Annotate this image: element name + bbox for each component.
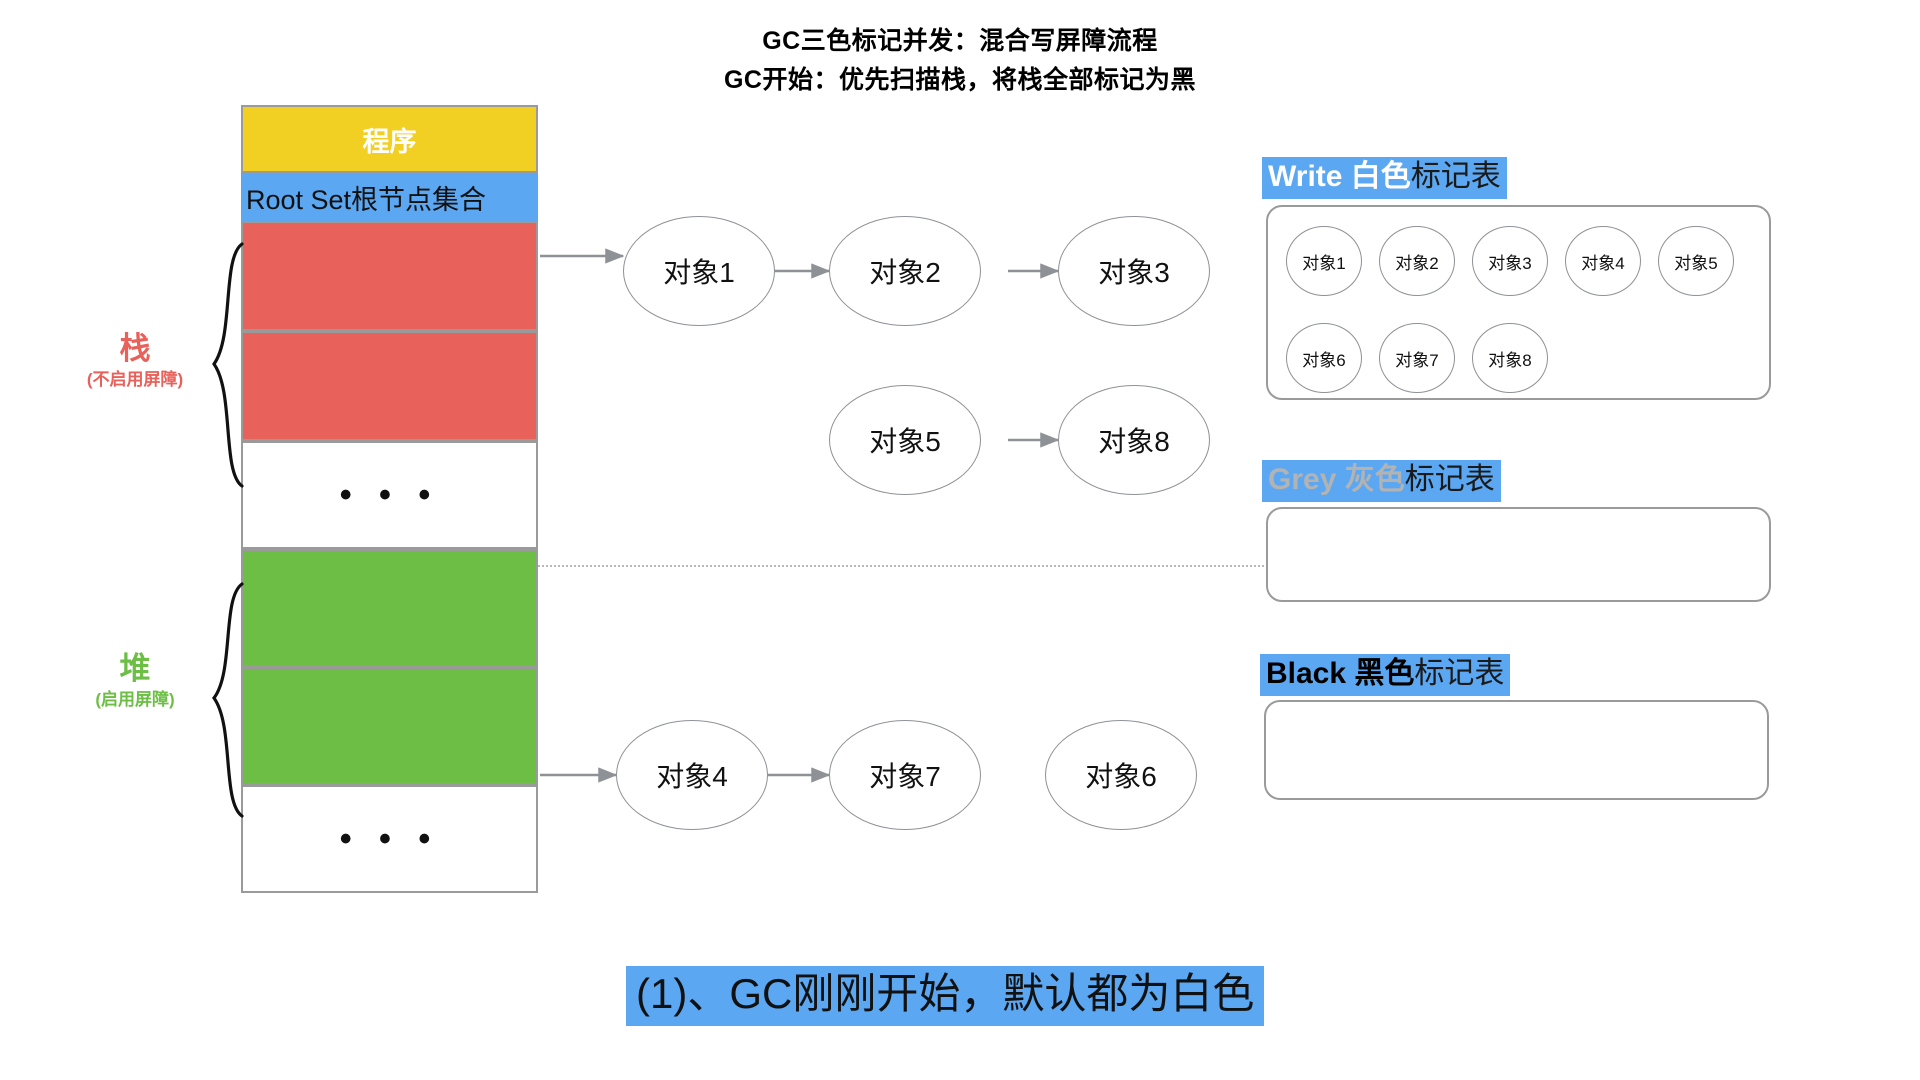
- chip-label: 对象6: [1302, 350, 1346, 370]
- object-node-4[interactable]: 对象4: [616, 720, 768, 830]
- stack-note: (不启用屏障): [86, 369, 184, 389]
- object-node-label: 对象7: [869, 761, 941, 792]
- heap-ellipsis-slot: • • •: [241, 785, 538, 893]
- white-chip: 对象5: [1658, 226, 1734, 296]
- object-node-3[interactable]: 对象3: [1058, 216, 1210, 326]
- object-node-6[interactable]: 对象6: [1045, 720, 1197, 830]
- white-chip: 对象1: [1286, 226, 1362, 296]
- ellipsis-label-2: • • •: [339, 820, 440, 858]
- heap-note: (启用屏障): [95, 689, 175, 709]
- chip-label: 对象4: [1581, 253, 1625, 273]
- white-marker-table: 对象1 对象2 对象3 对象4 对象5 对象6 对象7 对象8: [1266, 205, 1771, 400]
- object-node-label: 对象8: [1098, 426, 1170, 457]
- chip-label: 对象5: [1674, 253, 1718, 273]
- section-divider: [538, 565, 1268, 567]
- stack-name: 栈: [119, 331, 151, 366]
- object-node-1[interactable]: 对象1: [623, 216, 775, 326]
- chip-label: 对象1: [1302, 253, 1346, 273]
- white-chip: 对象8: [1472, 323, 1548, 393]
- ellipsis-label: • • •: [339, 476, 440, 514]
- heap-side-label: 堆 (启用屏障): [70, 650, 200, 710]
- grey-table-title-en: Grey: [1268, 463, 1337, 496]
- diagram-title-line-1: GC三色标记并发：混合写屏障流程: [762, 27, 1158, 55]
- grey-table-title: Grey 灰色标记表: [1262, 460, 1501, 502]
- black-table-title: Black 黑色标记表: [1260, 654, 1511, 696]
- object-node-7[interactable]: 对象7: [829, 720, 981, 830]
- object-node-5[interactable]: 对象5: [829, 385, 981, 495]
- white-chip: 对象7: [1379, 323, 1455, 393]
- object-node-2[interactable]: 对象2: [829, 216, 981, 326]
- black-table-title-rest: 标记表: [1414, 657, 1505, 690]
- grey-table-title-cn: 灰色: [1336, 463, 1405, 496]
- heap-brace-icon: [212, 582, 244, 818]
- step-caption: (1)、GC刚刚开始，默认都为白色: [626, 966, 1265, 1027]
- white-table-title-cn: 白色: [1342, 160, 1411, 193]
- object-node-label: 对象6: [1085, 761, 1157, 792]
- white-table-title-rest: 标记表: [1410, 160, 1501, 193]
- grey-table-title-rest: 标记表: [1404, 463, 1495, 496]
- chip-label: 对象2: [1395, 253, 1439, 273]
- stack-slot-1: [241, 221, 538, 331]
- black-marker-table: [1264, 700, 1769, 800]
- white-chip: 对象6: [1286, 323, 1362, 393]
- heap-slot-1: [241, 549, 538, 667]
- program-label: 程序: [362, 126, 417, 157]
- heap-name: 堆: [119, 651, 151, 686]
- object-node-label: 对象3: [1098, 257, 1170, 288]
- black-table-title-cn: 黑色: [1346, 657, 1415, 690]
- stack-ellipsis-slot: • • •: [241, 441, 538, 549]
- root-set-block: Root Set根节点集合: [241, 173, 538, 221]
- memory-column: 程序 Root Set根节点集合 • • • • • •: [241, 105, 538, 893]
- object-node-label: 对象2: [869, 257, 941, 288]
- white-chip: 对象3: [1472, 226, 1548, 296]
- object-node-label: 对象4: [656, 761, 728, 792]
- stack-slot-2: [241, 331, 538, 441]
- white-chip: 对象2: [1379, 226, 1455, 296]
- black-table-title-en: Black: [1266, 657, 1347, 690]
- stack-side-label: 栈 (不启用屏障): [70, 330, 200, 390]
- chip-label: 对象8: [1488, 350, 1532, 370]
- object-node-label: 对象5: [869, 426, 941, 457]
- root-set-label: Root Set根节点集合: [246, 184, 487, 215]
- stack-brace-icon: [212, 242, 244, 488]
- program-block: 程序: [241, 105, 538, 173]
- grey-marker-table: [1266, 507, 1771, 602]
- white-table-title-en: Write: [1268, 160, 1343, 193]
- chip-label: 对象7: [1395, 350, 1439, 370]
- object-node-label: 对象1: [663, 257, 735, 288]
- diagram-title-line-2: GC开始：优先扫描栈，将栈全部标记为黑: [723, 66, 1196, 94]
- chip-label: 对象3: [1488, 253, 1532, 273]
- object-node-8[interactable]: 对象8: [1058, 385, 1210, 495]
- white-chip: 对象4: [1565, 226, 1641, 296]
- white-table-title: Write 白色标记表: [1262, 157, 1507, 199]
- heap-slot-2: [241, 667, 538, 785]
